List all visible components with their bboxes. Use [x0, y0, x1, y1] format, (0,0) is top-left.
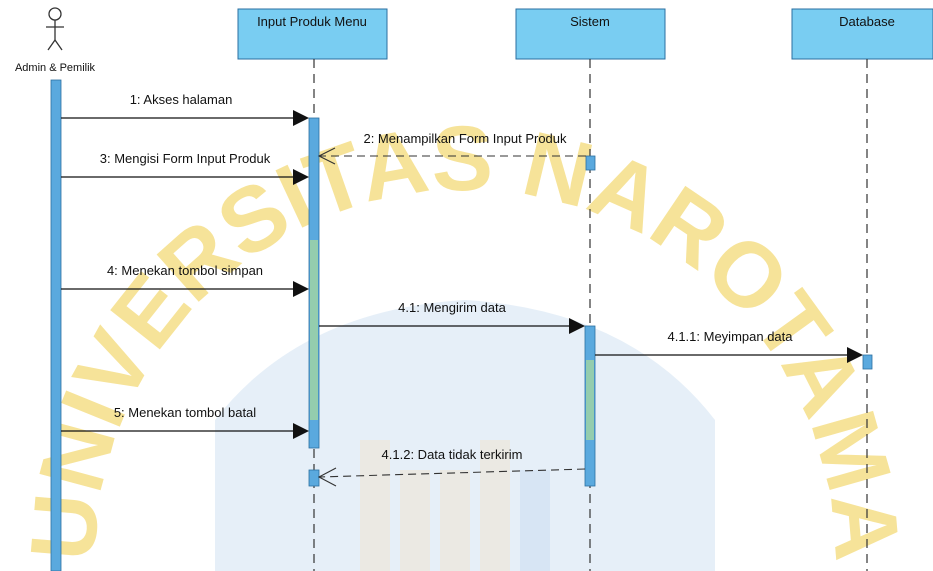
actor-label: Admin & Pemilik [15, 62, 96, 74]
actor-leg-right [54, 39, 63, 51]
message-label: 1: Akses halaman [130, 92, 233, 107]
activation-bar-database [862, 354, 873, 370]
message-4: 4: Menekan tombol simpan [61, 263, 309, 297]
arrowhead-filled [293, 169, 309, 185]
arrowhead-filled [847, 347, 863, 363]
lifeline-label: Database [839, 14, 895, 29]
activation-bar-input-small [308, 469, 320, 487]
arrowhead-open [317, 147, 336, 165]
message-5: 5: Menekan tombol batal [61, 405, 309, 439]
message-label: 4: Menekan tombol simpan [107, 263, 263, 278]
lifeline-label: Sistem [570, 14, 610, 29]
actor-head [48, 7, 62, 21]
message-3: 3: Mengisi Form Input Produk [61, 151, 309, 185]
activation-bar-sistem-small [585, 155, 596, 171]
message-label: 3: Mengisi Form Input Produk [100, 151, 271, 166]
lifeline-sistem: Sistem [515, 8, 666, 60]
watermark-pillar [360, 440, 390, 571]
message-4-1-1: 4.1.1: Meyimpan data [595, 329, 863, 363]
message-label: 5: Menekan tombol batal [114, 405, 256, 420]
activation-bar-input-green [310, 240, 318, 420]
message-label: 4.1.1: Meyimpan data [667, 329, 793, 344]
lifeline-header [791, 8, 933, 60]
message-2: 2: Menampilkan Form Input Produk [317, 131, 586, 165]
arrowhead-filled [293, 110, 309, 126]
actor-activation-bar [50, 79, 62, 571]
lifeline-label: Input Produk Menu [257, 14, 367, 29]
lifeline-header [237, 8, 388, 60]
arrowhead-open [317, 467, 337, 487]
message-line [318, 468, 586, 478]
arrowhead-filled [569, 318, 585, 334]
message-4-1-2: 4.1.2: Data tidak terkirim [317, 447, 586, 487]
message-label: 2: Menampilkan Form Input Produk [363, 131, 567, 146]
watermark-pillar [440, 470, 470, 571]
arrowhead-filled [293, 423, 309, 439]
message-1: 1: Akses halaman [61, 92, 309, 126]
message-4-1: 4.1: Mengirim data [319, 300, 585, 334]
watermark-pillar [400, 470, 430, 571]
arrowhead-filled [293, 281, 309, 297]
actor-admin: Admin & Pemilik [15, 7, 96, 74]
lifeline-database: Database [791, 8, 933, 60]
activation-bar-sistem-green [586, 360, 594, 440]
actor-leg-left [47, 39, 56, 51]
watermark-pillar [480, 440, 510, 571]
message-label: 4.1.2: Data tidak terkirim [382, 447, 523, 462]
watermark-pillar [520, 470, 550, 571]
lifeline-input-produk-menu: Input Produk Menu [237, 8, 388, 60]
message-label: 4.1: Mengirim data [398, 300, 506, 315]
